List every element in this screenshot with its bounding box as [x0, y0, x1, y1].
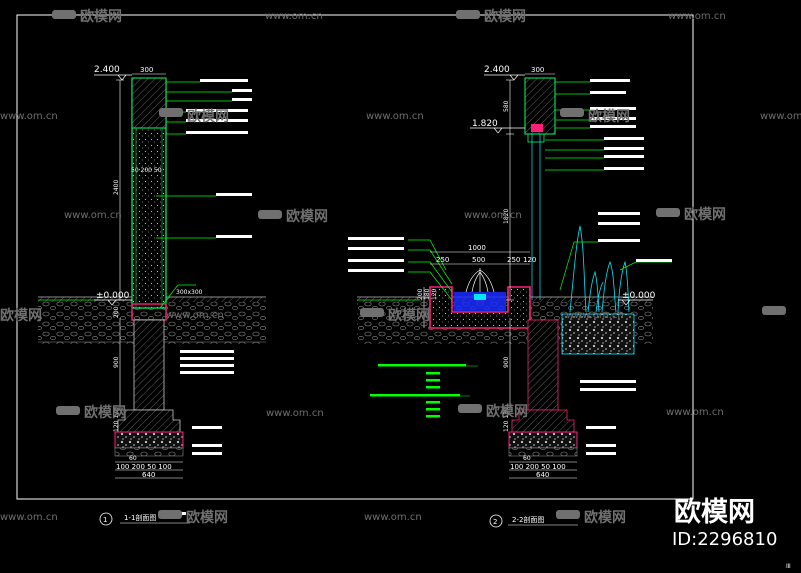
section2-top-level: 2.400: [484, 65, 510, 75]
section2-base-layers: 100 200 50 100: [510, 463, 566, 471]
section2-top-width: 300: [531, 66, 544, 74]
section2-number-circle: [489, 514, 503, 528]
drawing-frame: [16, 14, 694, 500]
section1-top-width: 300: [140, 66, 153, 74]
watermark-site: www.om.cn: [0, 512, 58, 523]
section2-pool-depth-3: 120: [431, 288, 438, 300]
watermark-brand: 欧模网: [484, 8, 526, 25]
section1-base-offset: 60: [129, 455, 137, 462]
watermark-site: www.om.cn: [0, 111, 58, 122]
watermark-brand: 欧模网: [684, 206, 726, 223]
section2-title: 2-2剖面图: [512, 515, 544, 524]
section1-base-layers: 100 200 50 100: [116, 463, 172, 471]
watermark-site: www.om.cn: [464, 210, 522, 221]
watermark-brand: 欧模网: [388, 307, 430, 324]
watermark-site: www.om.cn: [364, 512, 422, 523]
watermark-brand: 欧模网: [486, 403, 528, 420]
section2-base-total: 640: [536, 471, 549, 479]
watermark-site: www.om.cn: [666, 407, 724, 418]
section2-green-notes: [370, 364, 466, 418]
section2-pool-edge: 120: [523, 256, 536, 264]
watermark-logo-icon: [52, 10, 786, 519]
watermark-site: www.om.cn: [266, 408, 324, 419]
watermark-site: www.om.cn: [760, 111, 801, 122]
section2-fountain-jet: [465, 268, 495, 293]
section1-footing-column: [133, 319, 165, 411]
watermark-site: www.om.cn: [64, 210, 122, 221]
section1-base-pad: [114, 431, 184, 449]
section1-stepped-footing: [117, 409, 181, 433]
section2-pool-left: 250: [436, 256, 449, 264]
watermark-brand: 欧模网: [588, 108, 630, 125]
section1-base-total: 640: [142, 471, 155, 479]
section2-pool-mid: 500: [472, 256, 485, 264]
section-2: 2.400 300 580 1.820 1820 1000 250 500 25…: [348, 65, 672, 528]
watermark-brand: 欧模网: [84, 404, 126, 421]
section1-wall-layers: 50 200 50: [131, 167, 162, 174]
section1-sub-base: [114, 447, 184, 457]
watermark-site: www.om.cn: [366, 111, 424, 122]
watermark-brand: 欧模网: [187, 108, 229, 125]
section2-ground-level: ±0.000: [622, 291, 656, 301]
section1-footing-steps: 120 120: [113, 407, 120, 432]
section2-planter: [561, 313, 635, 355]
section2-pool-total: 1000: [468, 244, 486, 252]
section2-pool-depth-2: 180: [424, 288, 431, 300]
watermark-brand: 欧模网: [80, 8, 122, 25]
section1-callout: 300x300: [176, 289, 203, 296]
watermarks: 欧模网 www.om.cn 欧模网 www.om.cn www.om.cn 欧模…: [0, 8, 801, 526]
section2-footing-column: [527, 319, 559, 411]
watermark-brand: 欧模网: [0, 307, 42, 324]
watermark-site: www.om.cn: [668, 11, 726, 22]
section2-pool-right: 250: [507, 256, 520, 264]
section2-height: 1820: [503, 209, 510, 224]
section-1: 2.400 300 2400 50 200 50 ±0.000 200 900 …: [38, 65, 266, 526]
section2-mid-level: 1.820: [472, 119, 498, 129]
corner-tag: ⅠⅡ: [786, 563, 791, 570]
section2-base-pad: [508, 431, 578, 449]
section2-sub-base: [508, 447, 578, 457]
section2-pool-water: [454, 292, 506, 311]
section1-ground-level: ±0.000: [96, 291, 130, 301]
section2-footing-steps: 120 120: [503, 407, 510, 432]
section2-top-height: 580: [503, 100, 510, 112]
section1-title: 1-1剖面图: [124, 513, 156, 522]
section2-number: 2: [493, 518, 497, 526]
brand-watermark-title: 欧模网: [674, 497, 755, 528]
brand-watermark-id: ID:2296810: [672, 529, 777, 550]
section2-footing-height: 900: [503, 356, 510, 368]
watermark-site: www.om.cn: [166, 310, 224, 321]
watermark-brand: 欧模网: [584, 509, 626, 526]
section1-base-height: 200: [113, 306, 120, 318]
section2-pool-basin: [429, 286, 531, 329]
watermark-site: www.om.cn: [265, 11, 323, 22]
section2-pool-depth-1: 200: [417, 288, 424, 300]
section1-footing-height: 900: [113, 356, 120, 368]
section1-height: 2400: [113, 180, 120, 195]
section1-number: 1: [103, 516, 107, 524]
watermark-brand: 欧模网: [186, 509, 228, 526]
section2-plants: [569, 225, 630, 313]
watermark-brand: 欧模网: [286, 208, 328, 225]
section1-top-level: 2.400: [94, 65, 120, 75]
section2-base-offset: 60: [523, 455, 531, 462]
section1-number-circle: [99, 512, 113, 526]
section1-cap: [131, 77, 167, 129]
watermark-site: www.om.cn: [566, 310, 624, 321]
